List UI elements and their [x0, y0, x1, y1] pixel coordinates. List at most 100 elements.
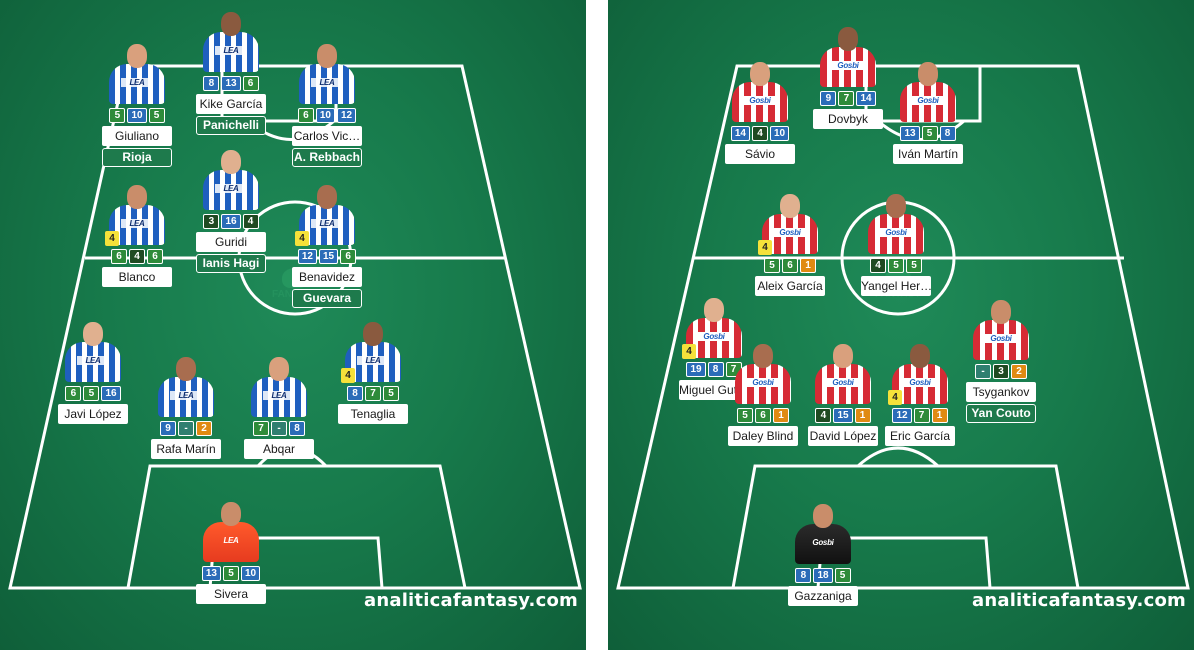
player-avatar: LEA	[201, 500, 261, 562]
stat-box: 13	[201, 566, 221, 581]
substitute-name[interactable]: Panichelli	[196, 116, 266, 135]
stat-box: -	[271, 421, 287, 436]
player-name[interactable]: Guridi	[196, 232, 266, 252]
player-name[interactable]: David López	[808, 426, 878, 446]
player-name[interactable]: Tenaglia	[338, 404, 408, 424]
stat-box: 1	[773, 408, 789, 423]
substitute-name[interactable]: Guevara	[292, 289, 362, 308]
stat-box: 8	[795, 568, 812, 583]
player-head	[127, 185, 147, 209]
substitute-name[interactable]: Rioja	[102, 148, 172, 167]
player-name[interactable]: Gazzaniga	[788, 586, 858, 606]
substitute-name[interactable]: A. Rebbach	[292, 148, 362, 167]
stat-box: 14	[856, 91, 876, 106]
kit-sponsor: Gosbi	[832, 61, 864, 70]
alert-badge: 4	[105, 231, 119, 246]
player-name[interactable]: Sivera	[196, 584, 266, 604]
kit-shirt: Gosbi	[820, 47, 876, 87]
substitute-name[interactable]: Ianis Hagi	[196, 254, 266, 273]
player-name[interactable]: Benavidez	[292, 267, 362, 287]
player-name[interactable]: Tsygankov	[966, 382, 1036, 402]
player-avatar: LEA	[201, 10, 261, 72]
player-name[interactable]: Miguel Gut…	[679, 380, 749, 400]
player-name[interactable]: Carlos Vic…	[292, 126, 362, 146]
kit-sponsor: Gosbi	[812, 538, 834, 547]
kit-shirt: Gosbi	[900, 82, 956, 122]
player-name[interactable]: Dovbyk	[813, 109, 883, 129]
kit-sponsor: LEA	[215, 184, 247, 193]
stat-box: 7	[913, 408, 930, 423]
player-name[interactable]: Kike García	[196, 94, 266, 114]
stat-boxes: 7-8	[219, 421, 339, 436]
stat-box: 5	[223, 566, 239, 581]
player-name[interactable]: Giuliano	[102, 126, 172, 146]
kit-shirt: LEA	[109, 64, 165, 104]
player-name[interactable]: Sávio	[725, 144, 795, 164]
stat-box: 8	[939, 126, 956, 141]
stat-box: 16	[221, 214, 241, 229]
player-name[interactable]: Blanco	[102, 267, 172, 287]
kit-shirt: LEA	[203, 32, 259, 72]
kit-shirt: Gosbi	[795, 524, 851, 564]
kit-sponsor: LEA	[121, 219, 153, 228]
player-name[interactable]: Daley Blind	[728, 426, 798, 446]
player-head	[127, 44, 147, 68]
kit-sponsor: Gosbi	[774, 228, 806, 237]
stat-box: 8	[347, 386, 363, 401]
stat-box: 6	[111, 249, 127, 264]
kit-sponsor: LEA	[77, 356, 109, 365]
player-name[interactable]: Iván Martín	[893, 144, 963, 164]
stat-box: 8	[289, 421, 305, 436]
stat-box: 10	[127, 108, 147, 123]
player-avatar: Gosbi	[898, 60, 958, 122]
stat-box: 15	[319, 249, 339, 264]
stat-box: 3	[993, 364, 1009, 379]
player-name[interactable]: Rafa Marín	[151, 439, 221, 459]
stat-box: 2	[1011, 364, 1027, 379]
stat-box: 1	[931, 408, 948, 423]
player-name[interactable]: Javi López	[58, 404, 128, 424]
player-name[interactable]: Eric García	[885, 426, 955, 446]
player-avatar: LEA	[63, 320, 123, 382]
player-head	[780, 194, 800, 218]
player-name[interactable]: Abqar	[244, 439, 314, 459]
player-avatar: LEA	[297, 42, 357, 104]
player-head	[813, 504, 833, 528]
player-name[interactable]: Yangel Her…	[861, 276, 931, 296]
kit-sponsor: LEA	[357, 356, 389, 365]
stat-box: 4	[752, 126, 768, 141]
player-name[interactable]: Aleix García	[755, 276, 825, 296]
stat-box: 6	[65, 386, 82, 401]
substitute-name[interactable]: Yan Couto	[966, 404, 1036, 423]
stat-box: 7	[365, 386, 381, 401]
kit-shirt: LEA	[158, 377, 214, 417]
